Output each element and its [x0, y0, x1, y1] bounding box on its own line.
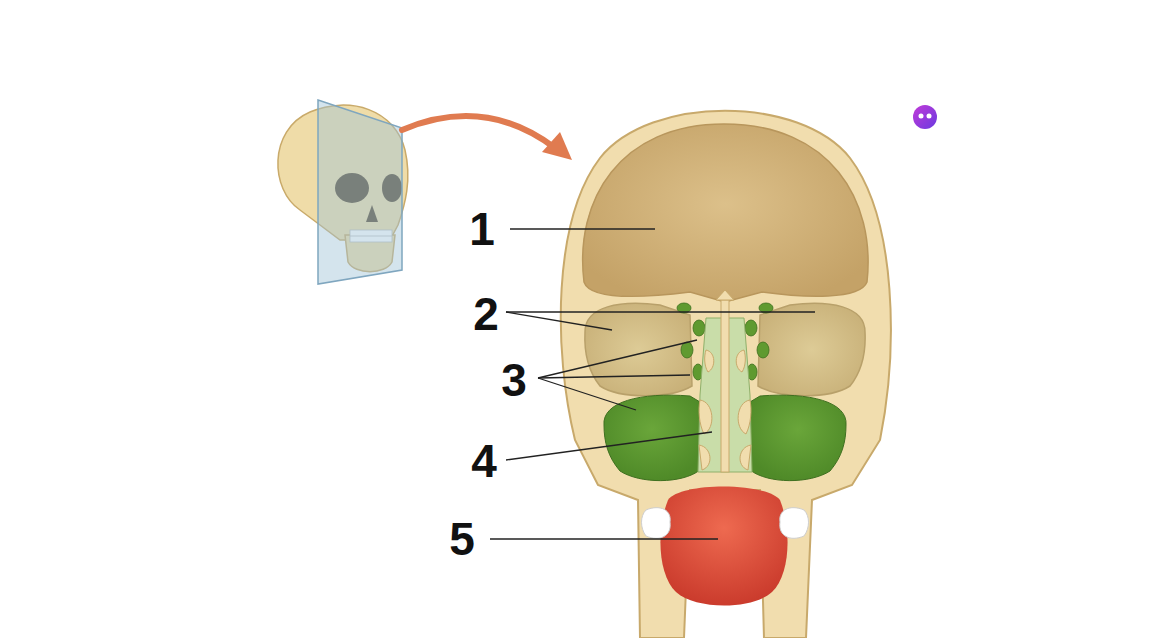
- callout-number: 3: [501, 357, 527, 403]
- corner-icon: [913, 105, 937, 129]
- oral-cavity: [660, 487, 787, 606]
- maxillary-sinus: [750, 395, 846, 480]
- view-arrowhead: [542, 132, 572, 160]
- leader-lines: [490, 229, 815, 539]
- cranial-cavity: [583, 124, 868, 302]
- view-arrow: [402, 116, 555, 148]
- orbit: [585, 303, 692, 395]
- corner-icon-dot: [919, 114, 924, 119]
- nasal-septum: [721, 300, 729, 472]
- callout-number: 2: [473, 291, 499, 337]
- tooth: [642, 508, 671, 539]
- skull-thumbnail: [278, 100, 408, 284]
- orbit: [758, 303, 865, 395]
- maxillary-sinus: [604, 395, 700, 480]
- bone: [561, 111, 891, 638]
- tooth: [780, 508, 809, 539]
- callout-number: 5: [449, 516, 475, 562]
- corner-icon-dot: [927, 114, 932, 119]
- crista-galli: [716, 290, 734, 300]
- nasal-conchae: [699, 350, 751, 470]
- callout-number: 1: [469, 206, 495, 252]
- callout-number: 4: [471, 438, 497, 484]
